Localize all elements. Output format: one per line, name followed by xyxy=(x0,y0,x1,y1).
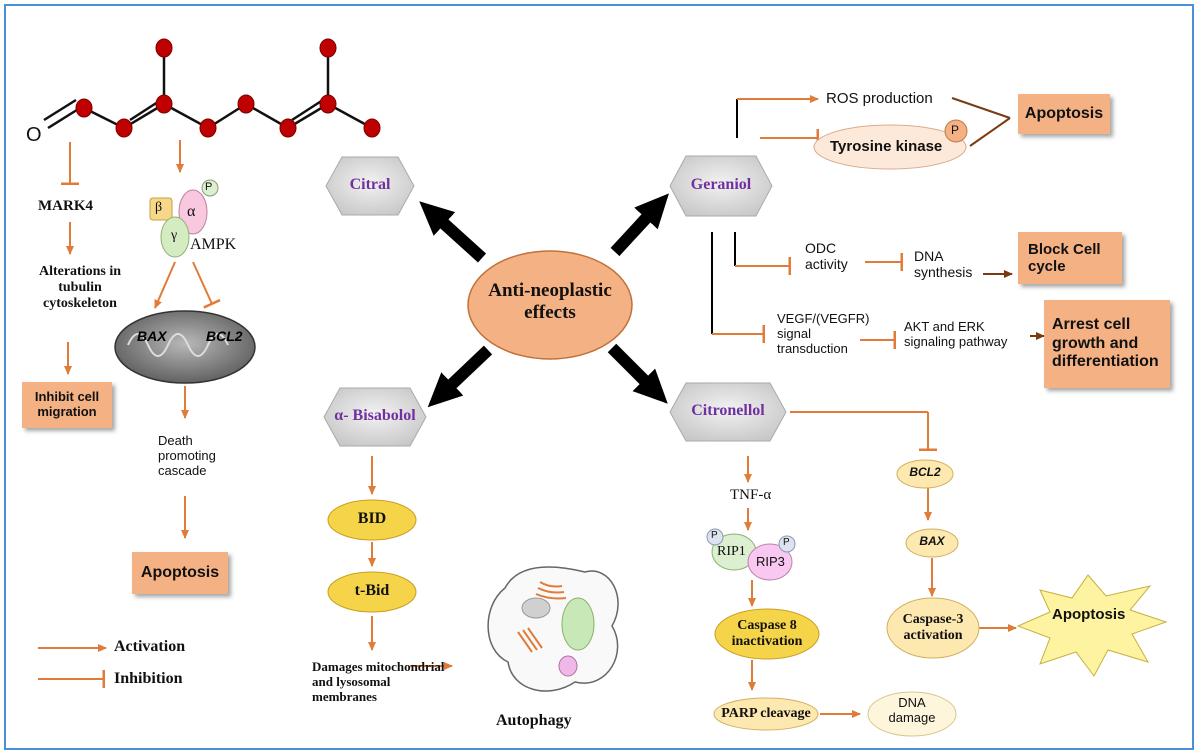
ampk-label: AMPK xyxy=(190,236,237,253)
caspase8-oval xyxy=(714,608,820,660)
block-cycle-box: Block Cell cycle xyxy=(1018,232,1122,284)
left-connectors xyxy=(61,140,221,539)
parp-label: PARP cleavage xyxy=(721,706,811,721)
mitochondrion xyxy=(114,310,256,384)
akt-erk-label: AKT and ERK signaling pathway xyxy=(904,319,1008,349)
ros-production-label: ROS production xyxy=(826,90,933,107)
tyrosine-p-circle xyxy=(944,119,968,143)
legend-lines xyxy=(38,644,107,688)
legend-activation-label: Activation xyxy=(114,638,186,655)
bax-label: BAX xyxy=(137,328,167,344)
bcl2-oval xyxy=(896,459,954,489)
tbid-oval xyxy=(327,571,417,613)
damages-label: Damages mitochondrial and lysosomal memb… xyxy=(312,659,445,704)
inhibit-migration-box: Inhibit cell migration xyxy=(22,382,112,428)
legend-inhibition-label: Inhibition xyxy=(114,670,183,687)
bcl2-label: BCL2 xyxy=(206,328,243,344)
top-apoptosis-label: Apoptosis xyxy=(1024,104,1104,122)
ampk-p-label: P xyxy=(205,181,213,193)
mark4-label: MARK4 xyxy=(38,198,93,214)
citral-hexagon xyxy=(325,156,415,216)
outer-frame xyxy=(4,4,1194,750)
alpha-label: α xyxy=(187,203,196,220)
bisabolol-connectors xyxy=(368,456,453,670)
center-label: Anti-neoplastic effects xyxy=(488,280,612,323)
autophagy-cell xyxy=(487,566,619,692)
rip1-p-label: P xyxy=(711,530,718,541)
caspase8-label: Caspase 8 inactivation xyxy=(731,618,803,650)
arrest-growth-label: Arrest cell growth and differentiation xyxy=(1052,316,1159,371)
molecule-atoms xyxy=(75,38,381,138)
parp-oval xyxy=(713,697,819,731)
rip1-p-circle xyxy=(706,528,724,546)
top-apoptosis-box: Apoptosis xyxy=(1018,94,1110,134)
tyrosine-kinase-label: Tyrosine kinase xyxy=(830,138,943,155)
citronellol-label[interactable]: Citronellol xyxy=(691,402,765,419)
tubulin-label: Alterations in tubulin cytoskeleton xyxy=(38,264,122,312)
rip3-p-circle xyxy=(778,535,796,553)
gamma-label: γ xyxy=(171,228,178,243)
geraniol-molecule xyxy=(43,48,373,130)
apoptosis-starburst xyxy=(1016,574,1168,677)
death-cascade-label: Death promoting cascade xyxy=(158,433,216,478)
block-cycle-label: Block Cell cycle xyxy=(1028,240,1101,275)
geraniol-connectors xyxy=(711,95,1045,349)
ampk-subunits xyxy=(149,179,219,258)
tyrosine-oval xyxy=(813,124,967,170)
tyrosine-p-label: P xyxy=(951,123,960,137)
dna-damage-oval xyxy=(867,691,957,737)
bax-oval xyxy=(905,528,959,558)
citronellol-hexagon xyxy=(669,382,787,442)
odc-activity-label: ODC activity xyxy=(805,240,848,273)
starburst-apoptosis-label: Apoptosis xyxy=(1052,606,1126,623)
autophagy-label: Autophagy xyxy=(496,712,572,729)
bax-right-label: BAX xyxy=(919,534,945,548)
center-oval xyxy=(467,250,633,360)
bid-oval xyxy=(327,499,417,541)
bisabolol-hexagon xyxy=(323,387,427,447)
dna-synthesis-label: DNA synthesis xyxy=(914,248,973,281)
vegf-label: VEGF/(VEGFR) signal transduction xyxy=(777,311,870,356)
caspase3-label: Caspase-3 activation xyxy=(902,612,964,644)
left-apoptosis-box: Apoptosis xyxy=(132,552,228,594)
bisabolol-label[interactable]: α- Bisabolol xyxy=(334,407,416,424)
rip3-label: RIP3 xyxy=(756,554,785,569)
beta-label: β xyxy=(155,200,163,215)
arrest-growth-box: Arrest cell growth and differentiation xyxy=(1044,300,1170,388)
tnf-label: TNF-α xyxy=(730,487,772,503)
bid-label: BID xyxy=(357,510,387,527)
citronellol-connectors xyxy=(744,411,1017,718)
rip3-oval xyxy=(747,543,793,581)
inhibit-migration-label: Inhibit cell migration xyxy=(34,389,100,419)
left-apoptosis-label: Apoptosis xyxy=(140,563,220,581)
center-arrows xyxy=(419,193,669,408)
geraniol-label[interactable]: Geraniol xyxy=(690,176,752,193)
bcl2-right-label: BCL2 xyxy=(909,465,941,479)
tbid-label: t-Bid xyxy=(354,582,390,599)
dna-damage-label: DNA damage xyxy=(888,695,936,725)
rip3-p-label: P xyxy=(783,537,790,548)
caspase3-oval xyxy=(886,597,980,659)
citral-label[interactable]: Citral xyxy=(349,176,391,193)
oxygen-atom-label: O xyxy=(26,124,42,146)
geraniol-hexagon xyxy=(669,155,773,217)
rip1-label: RIP1 xyxy=(717,544,746,559)
